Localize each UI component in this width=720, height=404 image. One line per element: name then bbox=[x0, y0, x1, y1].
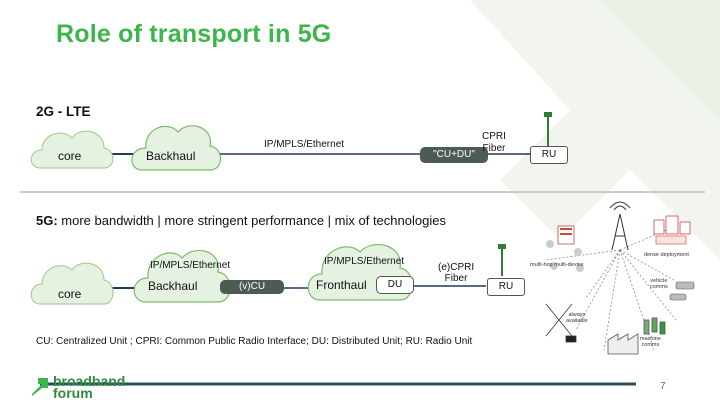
g5-tower-icon bbox=[498, 244, 506, 276]
machine-comms-line1: machine bbox=[640, 336, 661, 342]
g5-core-label: core bbox=[58, 287, 82, 301]
logo-text: broadband forum bbox=[53, 373, 126, 401]
vehicle-icon bbox=[669, 281, 695, 301]
g5-fronthaul-transport-label: IP/MPLS/Ethernet bbox=[324, 256, 405, 267]
footnote: CU: Centralized Unit ; CPRI: Common Publ… bbox=[36, 336, 473, 347]
always-available-line2: available bbox=[566, 318, 588, 324]
g5-backhaul-label: Backhaul bbox=[148, 279, 198, 293]
page-number: 7 bbox=[660, 381, 666, 392]
g5-heading: 5G: more bandwidth | more stringent perf… bbox=[36, 213, 446, 228]
lte-core-label: core bbox=[58, 149, 82, 163]
logo-line1: broadband bbox=[53, 373, 126, 389]
vehicle-comms-label: vehicle comms bbox=[650, 278, 668, 290]
broadband-forum-logo-icon bbox=[32, 378, 48, 396]
g5-du-box: DU bbox=[376, 276, 414, 294]
machine-comms-line2: comms bbox=[641, 342, 660, 348]
5g-use-case-illustration bbox=[545, 201, 695, 355]
lte-ru-box: RU bbox=[530, 146, 568, 164]
g5-fronthaul-label: Fronthaul bbox=[316, 278, 367, 292]
g5-heading-text: more bandwidth | more stringent performa… bbox=[57, 213, 446, 228]
g5-vcu-box: (v)CU bbox=[220, 280, 284, 294]
machine-comms-label: machine comms bbox=[640, 336, 661, 348]
logo-line2: forum bbox=[53, 385, 93, 401]
page-title: Role of transport in 5G bbox=[56, 20, 332, 48]
machine-comms-icon bbox=[607, 317, 666, 355]
g5-backhaul-cloud bbox=[133, 249, 231, 303]
g5-ecpri-label: (e)CPRI Fiber bbox=[438, 262, 474, 284]
lte-backhaul-label: Backhaul bbox=[146, 149, 196, 163]
lte-cpri-line2: Fiber bbox=[482, 143, 506, 154]
lte-cudu-box: "CU+DU" bbox=[420, 147, 488, 163]
g5-ru-box: RU bbox=[487, 278, 525, 296]
lte-cpri-label: CPRI Fiber bbox=[482, 131, 506, 155]
lte-cpri-line1: CPRI bbox=[482, 131, 506, 142]
multihop-label: multi-hop multi-device bbox=[530, 262, 584, 268]
g5-backhaul-transport-label: IP/MPLS/Ethernet bbox=[150, 260, 231, 271]
lte-heading: 2G - LTE bbox=[36, 104, 91, 119]
lte-core-cloud bbox=[30, 130, 114, 169]
always-available-label: always available bbox=[566, 312, 588, 324]
g5-core-cloud bbox=[30, 262, 114, 305]
always-available-icon bbox=[545, 303, 577, 343]
5g-tower-icon bbox=[609, 201, 631, 251]
g5-heading-bold: 5G: bbox=[36, 213, 58, 228]
vehicle-comms-line1: vehicle bbox=[650, 278, 668, 284]
multihop-building-icon bbox=[546, 225, 584, 272]
dense-deployment-icon bbox=[653, 215, 691, 245]
vehicle-comms-line2: comms bbox=[650, 284, 668, 290]
lte-tower-icon bbox=[544, 112, 552, 146]
g5-ecpri-line1: (e)CPRI bbox=[438, 262, 475, 273]
dense-deployment-label: dense deployment bbox=[644, 252, 689, 258]
g5-ecpri-line2: Fiber bbox=[444, 273, 468, 284]
always-available-line1: always bbox=[568, 312, 586, 318]
lte-transport-label: IP/MPLS/Ethernet bbox=[264, 139, 345, 150]
lte-diagram bbox=[30, 112, 552, 171]
lte-backhaul-cloud bbox=[131, 125, 222, 171]
